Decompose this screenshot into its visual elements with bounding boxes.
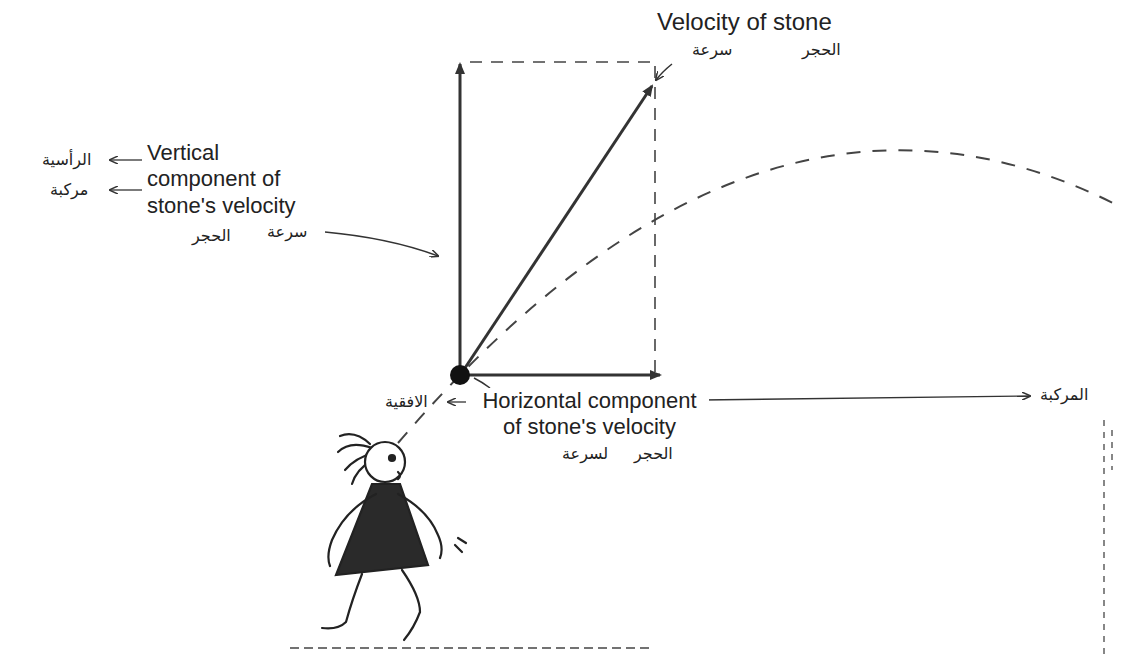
arabic-translation: المركبة	[1038, 385, 1090, 404]
arabic-translation: الحجر	[800, 40, 843, 59]
leader-line	[656, 64, 672, 80]
vector-label: Horizontal component of stone's velocity	[470, 388, 709, 441]
vector-label: Vertical component of stone's velocity	[145, 140, 321, 219]
arabic-translation: سرعة	[265, 222, 309, 241]
arabic-translation: الحجر	[190, 226, 233, 245]
vector-label: Velocity of stone	[655, 8, 834, 37]
arabic-translation: سرعة	[690, 40, 734, 59]
arabic-translation: الحجر	[632, 444, 675, 463]
translation-arrow	[110, 159, 142, 160]
ground-line	[290, 647, 650, 649]
girl-figure	[322, 434, 466, 640]
velocity-vector	[463, 86, 652, 371]
leader-line	[474, 378, 490, 388]
arabic-translation: الافقية	[383, 392, 430, 411]
leader-line	[325, 232, 438, 256]
horizontal-vector	[465, 374, 660, 377]
trajectory	[398, 150, 1115, 443]
arabic-translation: لسرعة	[560, 444, 610, 463]
vertical-vector	[459, 64, 462, 370]
arabic-translation: الرأسية	[40, 150, 93, 169]
construction-lines	[470, 62, 655, 372]
translation-arrow	[110, 189, 142, 190]
translation-arrow	[448, 401, 466, 402]
post-sketch	[1104, 420, 1112, 660]
translation-arrow	[702, 396, 1030, 400]
arabic-translation: مركبة	[48, 180, 90, 199]
stone	[450, 365, 470, 385]
